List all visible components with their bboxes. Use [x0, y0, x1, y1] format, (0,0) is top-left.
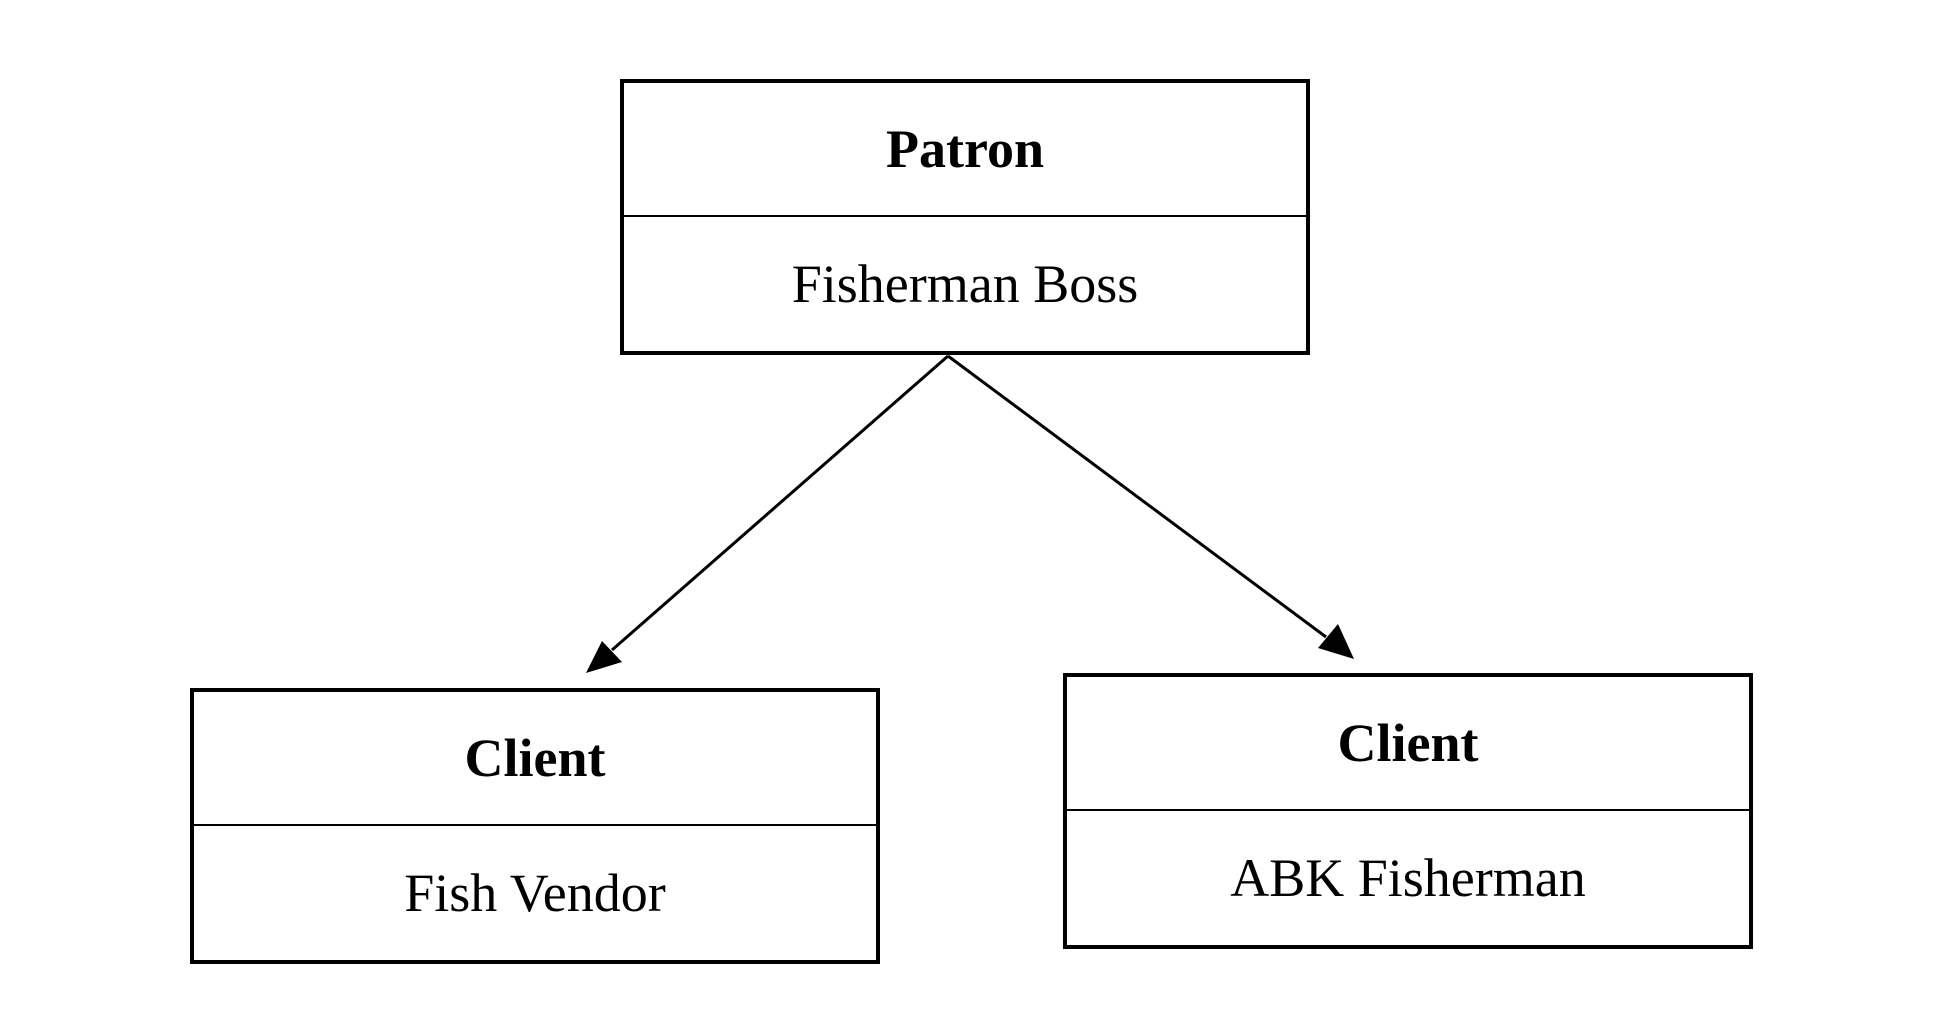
patron-title: Patron [624, 83, 1306, 217]
client-fish-vendor-title: Client [194, 692, 876, 826]
arrowhead-left-icon [586, 641, 622, 673]
patron-role: Fisherman Boss [791, 254, 1139, 314]
client-fish-vendor-node: Client Fish Vendor [190, 688, 880, 964]
patron-node: Patron Fisherman Boss [620, 79, 1310, 355]
client-abk-fisherman-node: Client ABK Fisherman [1063, 673, 1753, 949]
arrowhead-right-icon [1318, 624, 1354, 659]
client-abk-fisherman-role: ABK Fisherman [1230, 848, 1586, 908]
edge-patron-to-fish-vendor [586, 354, 949, 673]
client-abk-fisherman-title: Client [1067, 677, 1749, 811]
edge-patron-to-abk-fisherman [947, 354, 1354, 659]
client-fish-vendor-role: Fish Vendor [404, 863, 666, 923]
